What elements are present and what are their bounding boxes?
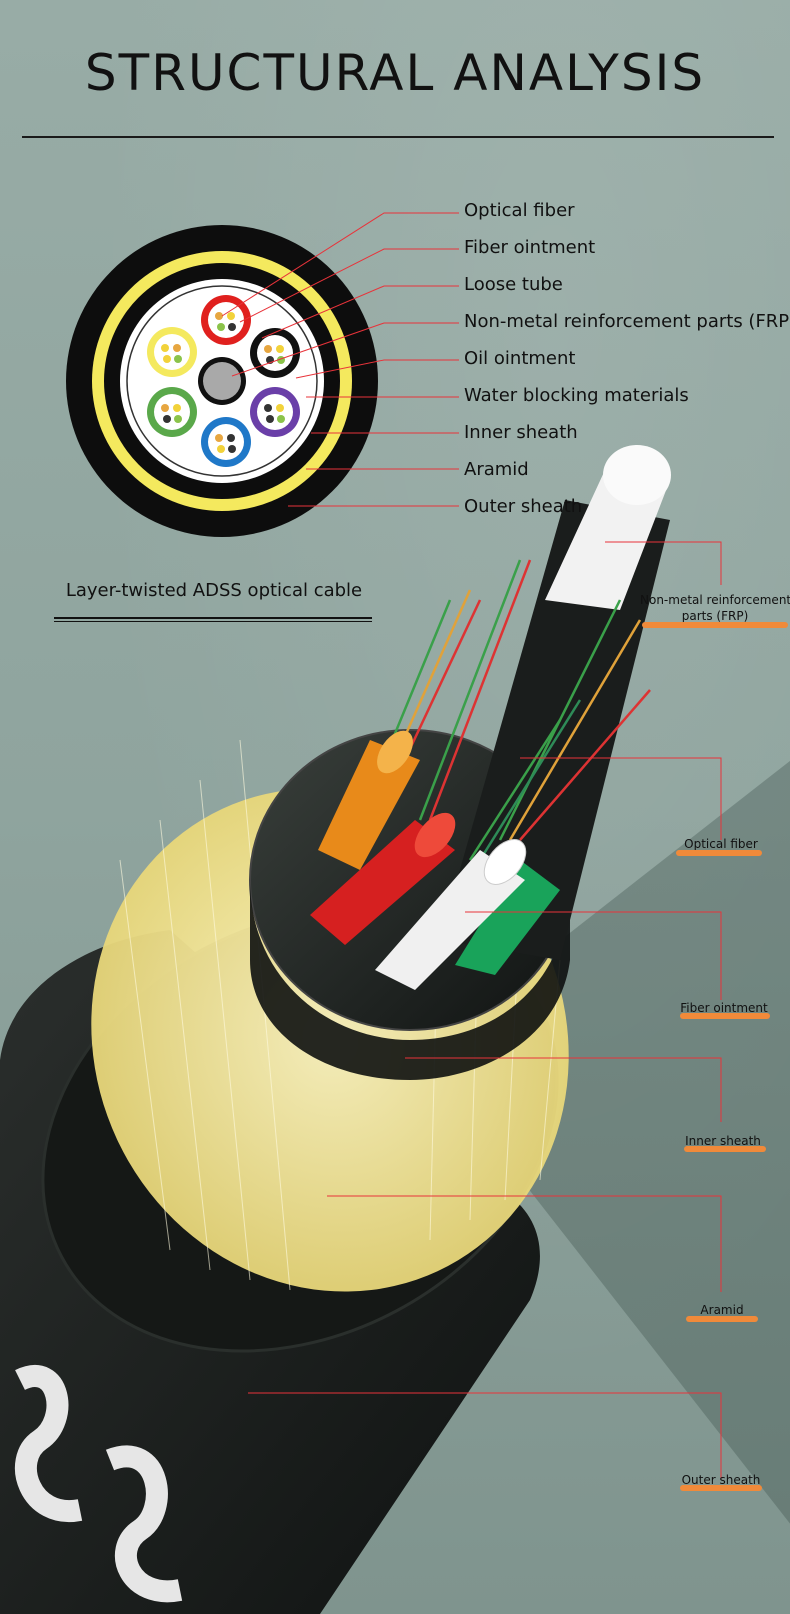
tag-bar-aramid bbox=[686, 1316, 758, 1322]
cable-caption: Layer-twisted ADSS optical cable bbox=[65, 580, 363, 601]
tag-outer-sheath: Outer sheath bbox=[681, 1473, 761, 1487]
tag-inner-sheath: Inner sheath bbox=[685, 1134, 761, 1148]
tag-bar-frp bbox=[642, 622, 788, 628]
cutaway-leader-lines bbox=[248, 541, 722, 1480]
cutaway-illustration bbox=[0, 445, 671, 1614]
loose-tube-green bbox=[147, 387, 197, 437]
tag-fiber-ointment: Fiber ointment bbox=[680, 1001, 768, 1015]
title-divider bbox=[22, 136, 774, 138]
label-inner-sheath: Inner sheath bbox=[464, 422, 578, 443]
label-loose-tube: Loose tube bbox=[464, 274, 563, 295]
frp-core bbox=[203, 362, 241, 400]
cross-section-diagram bbox=[66, 225, 378, 537]
caption-rule bbox=[54, 617, 372, 619]
label-aramid: Aramid bbox=[464, 459, 529, 480]
tube-orange bbox=[318, 740, 420, 870]
tag-aramid: Aramid bbox=[700, 1303, 744, 1317]
frp-rod bbox=[545, 470, 670, 610]
label-water-blocking: Water blocking materials bbox=[464, 385, 689, 406]
aramid-strands bbox=[119, 739, 561, 1291]
sheath-print bbox=[14, 1365, 83, 1523]
page-title: STRUCTURAL ANALYSIS bbox=[84, 44, 706, 102]
tag-bar-outer-sheath bbox=[680, 1485, 762, 1491]
tube-white bbox=[375, 850, 525, 990]
tag-bar-optical-fiber bbox=[676, 850, 762, 856]
tag-frp: Non-metal reinforcement parts (FRP) bbox=[640, 593, 790, 623]
label-optical-fiber: Optical fiber bbox=[464, 200, 575, 221]
loose-tube-yellow bbox=[147, 327, 197, 377]
tag-optical-fiber: Optical fiber bbox=[684, 837, 758, 851]
tag-bar-fiber-ointment bbox=[680, 1013, 770, 1019]
inner-sheath-body bbox=[250, 880, 570, 1080]
loose-tube-red bbox=[201, 295, 251, 345]
frp-rod-end bbox=[603, 445, 671, 505]
label-frp: Non-metal reinforcement parts (FRP) bbox=[464, 311, 790, 332]
caption-rule-thin bbox=[54, 621, 372, 622]
loose-tube-black bbox=[250, 328, 300, 378]
label-oil-ointment: Oil ointment bbox=[464, 348, 576, 369]
label-fiber-ointment: Fiber ointment bbox=[464, 237, 596, 258]
fiber-bundles bbox=[378, 559, 651, 861]
tube-green bbox=[455, 860, 560, 975]
label-outer-sheath: Outer sheath bbox=[464, 496, 583, 517]
loose-tube-blue bbox=[201, 417, 251, 467]
cross-section-leader-lines bbox=[221, 212, 459, 507]
loose-tube-purple bbox=[250, 387, 300, 437]
tag-bar-inner-sheath bbox=[684, 1146, 766, 1152]
